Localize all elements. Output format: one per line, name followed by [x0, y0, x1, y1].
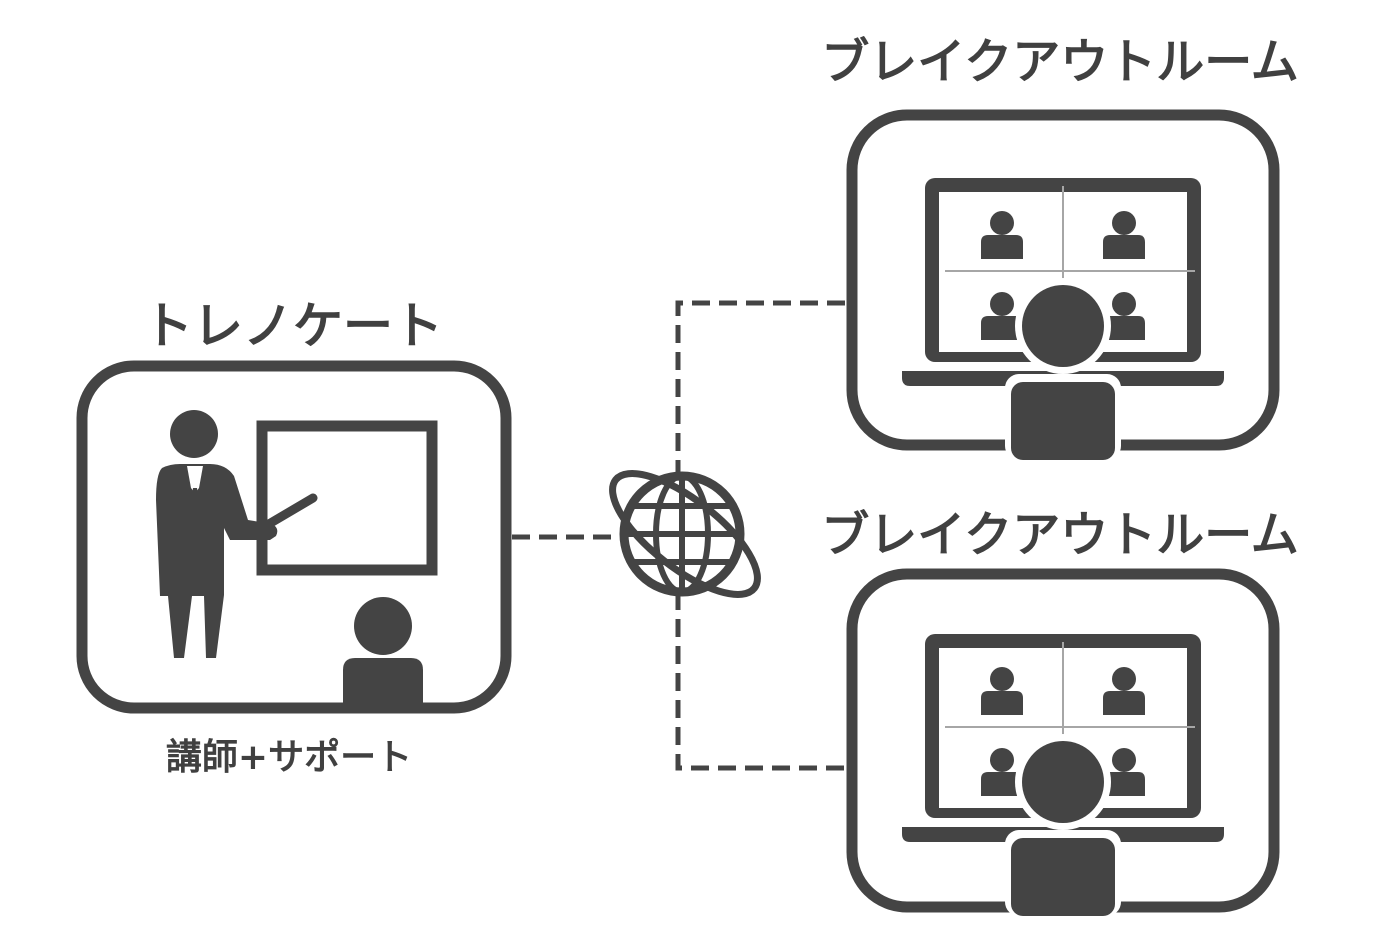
link-internet-to-room-2 — [675, 592, 846, 771]
trainer-panel: トレノケート 講師+サポート — [76, 297, 512, 778]
room-2-title: ブレイクアウトルーム — [821, 507, 1299, 563]
laptop-video-call-icon — [902, 178, 1224, 460]
breakout-room-1: ブレイクアウトルーム — [821, 34, 1299, 460]
globe-icon — [609, 470, 761, 598]
room-1-title: ブレイクアウトルーム — [821, 34, 1299, 90]
participant-icon — [343, 597, 423, 704]
breakout-room-2: ブレイクアウトルーム — [821, 507, 1299, 916]
network-links — [512, 300, 846, 771]
laptop-video-call-icon — [902, 634, 1224, 916]
link-internet-to-room-1 — [675, 300, 846, 478]
trainer-caption: 講師+サポート — [166, 736, 412, 778]
trainer-title: トレノケート — [143, 297, 443, 355]
presenter-icon — [156, 410, 438, 658]
trainer-frame — [76, 360, 512, 714]
